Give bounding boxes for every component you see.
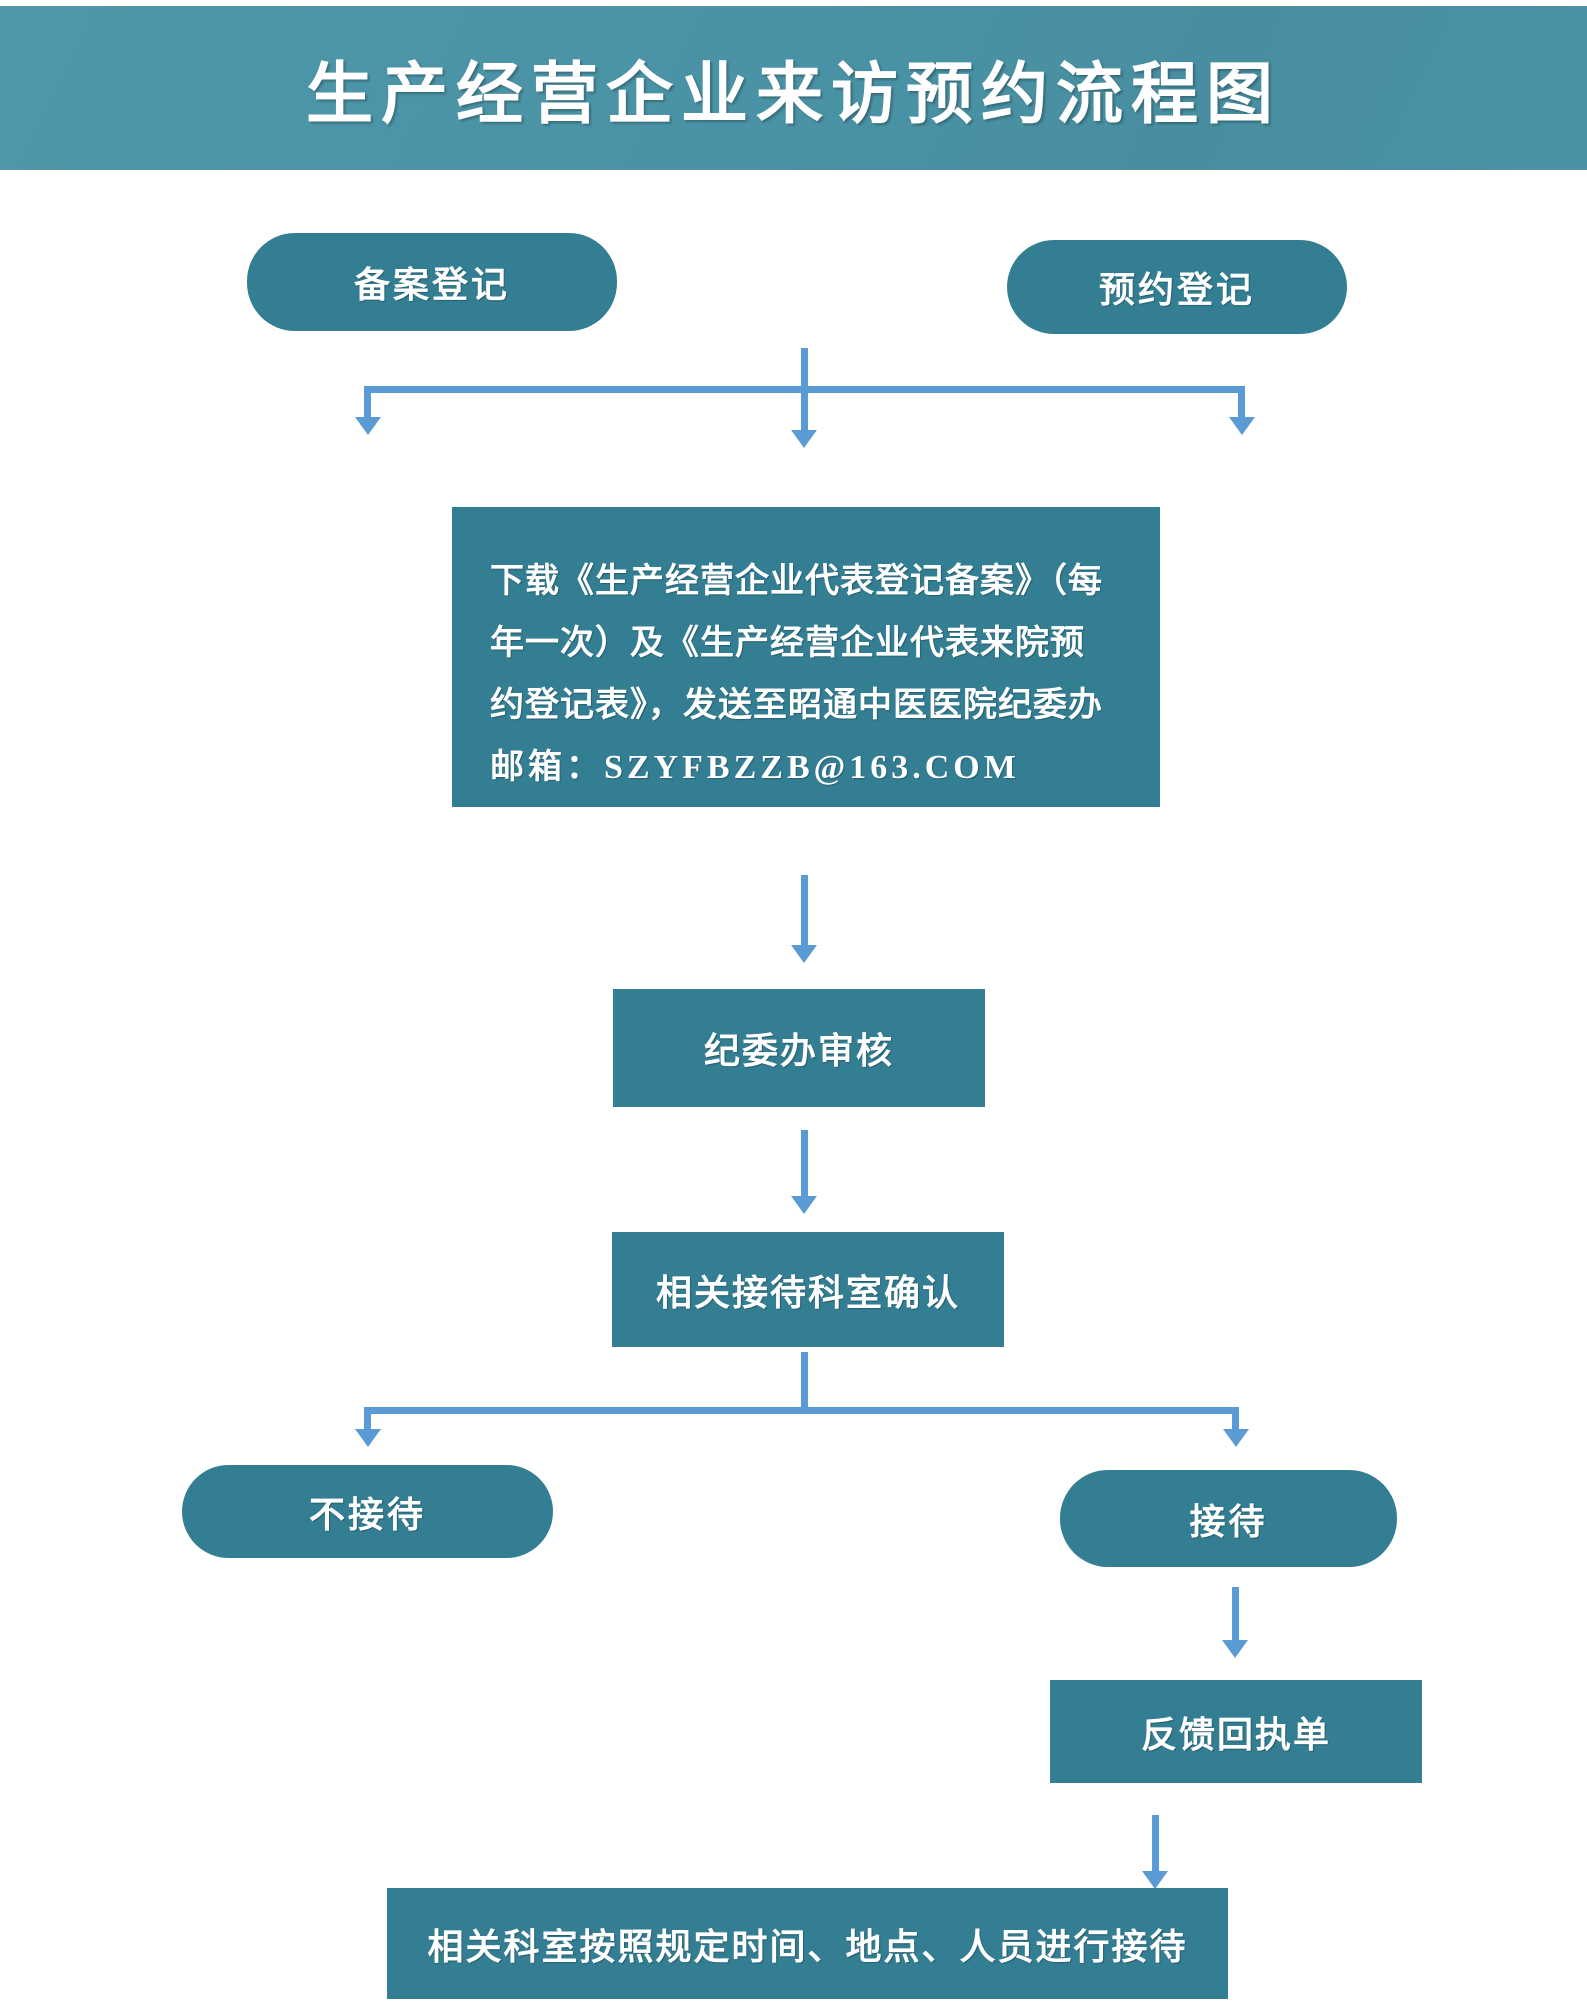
node-final-reception: 相关科室按照规定时间、地点、人员进行接待: [387, 1888, 1228, 1999]
node-final-reception-label: 相关科室按照规定时间、地点、人员进行接待: [427, 1926, 1188, 1967]
flow-line-horizontal-bottom: [368, 1407, 1236, 1414]
arrowhead-down-icon: [791, 430, 817, 448]
page-title: 生产经营企业来访预约流程图: [306, 57, 1281, 132]
flow-line-receipt-to-final: [1152, 1815, 1159, 1871]
arrowhead-down-icon: [355, 417, 381, 435]
arrowhead-down-icon: [1222, 1640, 1248, 1658]
node-download-instructions: 下载《生产经营企业代表登记备案》（每 年一次）及《生产经营企业代表来院预 约登记…: [452, 507, 1160, 807]
header-banner: 生产经营企业来访预约流程图: [0, 6, 1587, 170]
arrowhead-down-icon: [791, 945, 817, 963]
node-reception-dept-confirm-label: 相关接待科室确认: [655, 1272, 960, 1313]
node-no-reception-label: 不接待: [308, 1494, 426, 1535]
node-record-registration: 备案登记: [247, 233, 617, 331]
node-feedback-receipt: 反馈回执单: [1050, 1680, 1422, 1783]
flow-line-left-drop-top: [364, 386, 371, 417]
node-committee-review: 纪委办审核: [613, 989, 985, 1107]
download-instructions-line-3: 约登记表》，发送至昭通中医医院纪委办: [490, 687, 1103, 724]
download-instructions-line-1: 下载《生产经营企业代表登记备案》（每: [490, 563, 1103, 600]
flow-line-download-to-review: [801, 875, 808, 945]
flow-line-left-drop-bottom: [364, 1407, 371, 1429]
node-record-registration-label: 备案登记: [353, 265, 510, 305]
flow-line-horizontal-top: [365, 386, 1245, 393]
node-feedback-receipt-label: 反馈回执单: [1140, 1714, 1331, 1755]
node-appointment-registration-label: 预约登记: [1098, 270, 1255, 310]
arrowhead-down-icon: [1223, 1429, 1249, 1447]
download-instructions-email: 邮箱：SZYFBZZB@163.COM: [490, 749, 1020, 786]
node-reception-dept-confirm: 相关接待科室确认: [612, 1232, 1004, 1347]
flow-line-right-drop-bottom: [1232, 1407, 1239, 1429]
download-instructions-line-2: 年一次）及《生产经营企业代表来院预: [490, 625, 1085, 662]
node-appointment-registration: 预约登记: [1007, 240, 1347, 334]
flow-line-review-to-confirm: [801, 1130, 808, 1196]
flow-line-center-bottom: [801, 1352, 808, 1410]
arrowhead-down-icon: [1229, 417, 1255, 435]
node-committee-review-label: 纪委办审核: [703, 1031, 894, 1071]
arrowhead-down-icon: [791, 1196, 817, 1214]
node-reception-label: 接待: [1189, 1501, 1268, 1542]
arrowhead-down-icon: [1142, 1871, 1168, 1889]
node-reception: 接待: [1060, 1470, 1397, 1567]
arrowhead-down-icon: [355, 1429, 381, 1447]
node-no-reception: 不接待: [182, 1465, 553, 1558]
flow-line-right-drop-top: [1238, 386, 1245, 417]
flow-line-reception-to-receipt: [1232, 1587, 1239, 1640]
